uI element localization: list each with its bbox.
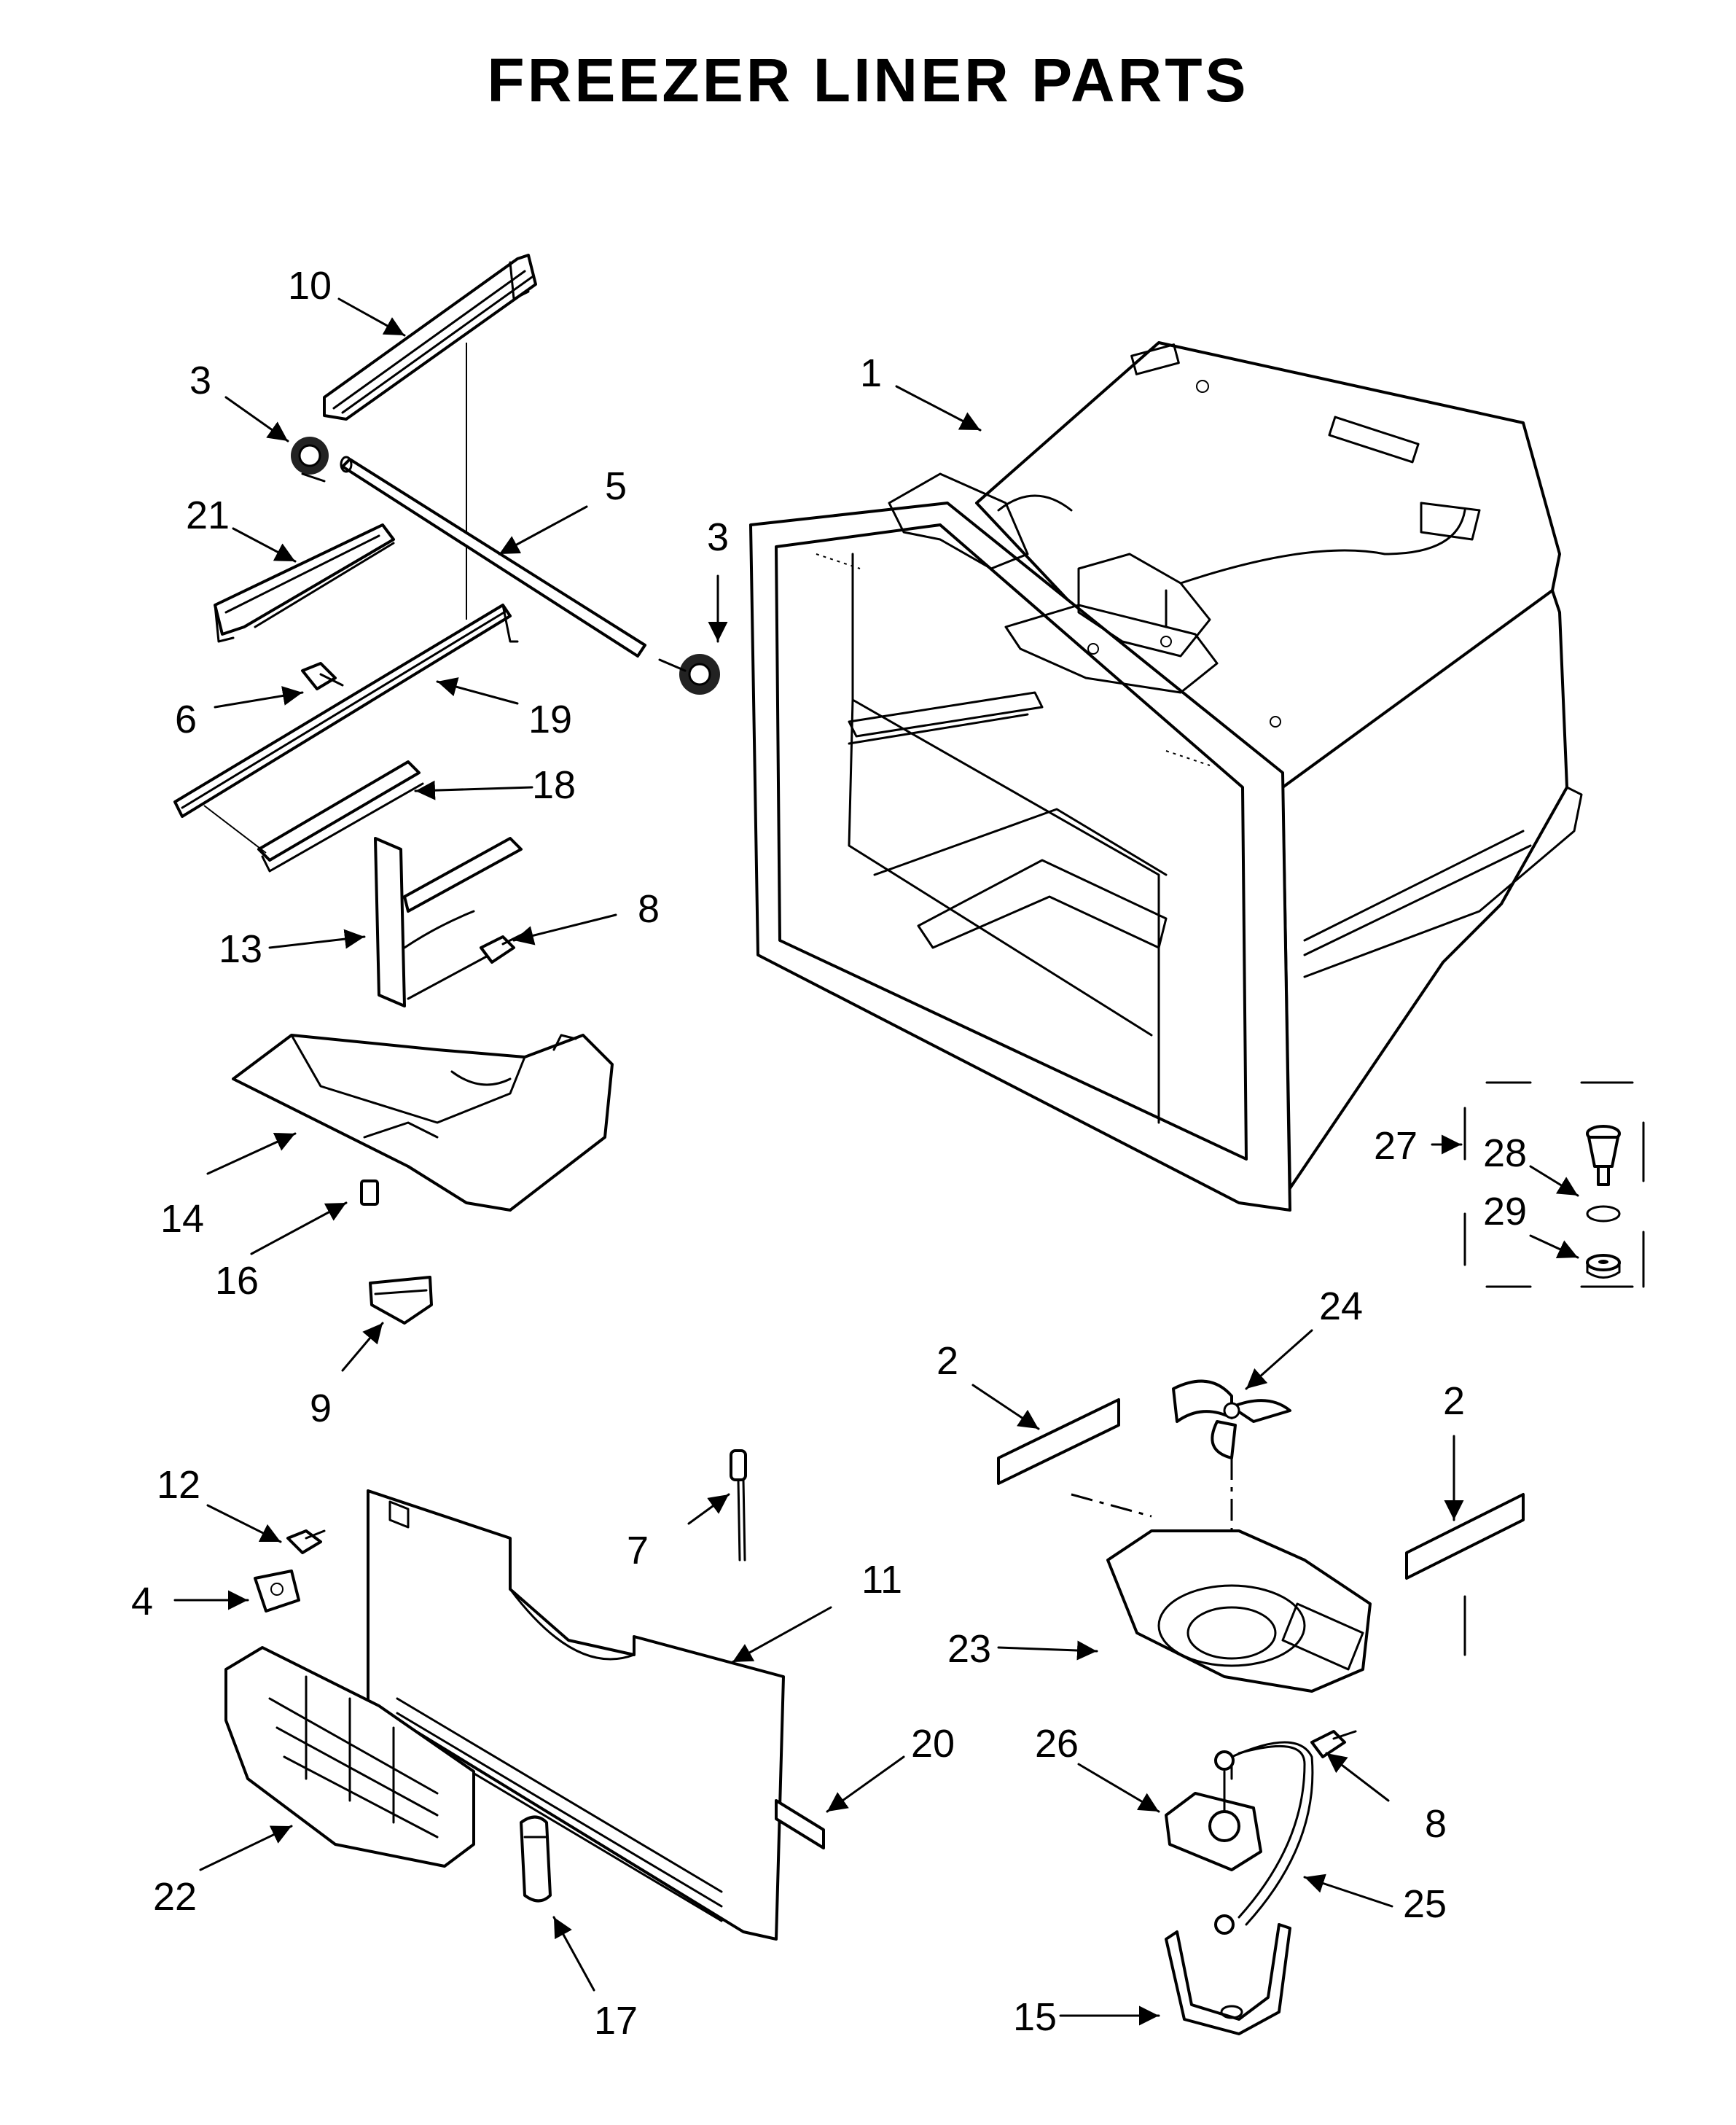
callout-8-left: 8 (638, 887, 660, 931)
callout-14: 14 (160, 1197, 204, 1241)
callout-13: 13 (219, 927, 262, 971)
callout-2-left: 2 (937, 1339, 958, 1383)
slide-rail-part (173, 604, 519, 818)
screw-8-right-part (1310, 1730, 1357, 1758)
motor-bracket-part (1165, 1923, 1291, 2035)
callout-6: 6 (175, 698, 197, 741)
leader-lines (173, 297, 1579, 2026)
callout-16: 16 (215, 1259, 259, 1303)
rail-18-part (203, 760, 424, 873)
callout-12: 12 (157, 1463, 200, 1507)
callout-4: 4 (131, 1580, 153, 1623)
sensor-part (520, 1815, 552, 1903)
callout-25: 25 (1403, 1882, 1447, 1926)
callout-27: 27 (1374, 1124, 1418, 1168)
callout-19: 19 (528, 698, 572, 741)
callout-3-right: 3 (707, 515, 729, 559)
callout-24: 24 (1319, 1284, 1363, 1328)
callout-8-right: 8 (1425, 1802, 1447, 1846)
mount-bracket-part (254, 1570, 300, 1613)
callout-5: 5 (605, 464, 627, 508)
callout-3-left: 3 (189, 359, 211, 402)
fan-motor-part (1165, 1763, 1262, 1871)
callout-29: 29 (1483, 1190, 1527, 1233)
callout-2-right: 2 (1443, 1379, 1465, 1423)
callout-15: 15 (1013, 1995, 1057, 2039)
callout-9: 9 (310, 1387, 332, 1430)
callout-1: 1 (860, 351, 882, 395)
callout-21: 21 (186, 494, 230, 537)
bar-part (775, 1799, 825, 1849)
callout-28: 28 (1483, 1131, 1527, 1175)
kit-bracket (1463, 1081, 1645, 1288)
screw-6-part (301, 662, 344, 690)
callout-17: 17 (594, 1999, 638, 2043)
gear-left-part (291, 437, 329, 483)
freezer-liner-part (749, 341, 1583, 1212)
callout-7: 7 (627, 1529, 649, 1572)
side-bracket-part (374, 837, 523, 1007)
knob-part (369, 1276, 433, 1325)
callout-10: 10 (288, 264, 332, 308)
cap-part (1586, 1254, 1621, 1279)
drain-fitting-part (1586, 1125, 1621, 1223)
callout-22: 22 (153, 1875, 197, 1919)
bracket-part (214, 523, 395, 643)
grille-part (224, 1646, 475, 1868)
seal-left-part (997, 1398, 1120, 1485)
callout-labels: 10 1 3 5 3 21 6 19 18 13 8 14 16 9 12 4 … (131, 264, 1527, 2043)
diagram-title: FREEZER LINER PARTS (487, 46, 1249, 114)
callout-18: 18 (532, 763, 576, 807)
callout-20: 20 (911, 1722, 955, 1766)
screw-8-left-part (480, 932, 526, 964)
shaft-part (340, 456, 646, 658)
top-rail-part (323, 254, 537, 620)
callout-23: 23 (947, 1627, 991, 1671)
callout-26: 26 (1035, 1722, 1079, 1766)
screw-12-part (286, 1529, 326, 1554)
switch-part (360, 1180, 379, 1206)
seal-right-part (1405, 1493, 1525, 1656)
ice-cover-part (232, 1034, 614, 1212)
fan-shroud-part (1106, 1529, 1372, 1693)
rear-panel-part (367, 1489, 785, 1941)
thermistor-part (730, 1449, 747, 1561)
gear-right-part (658, 654, 720, 695)
callout-11: 11 (861, 1558, 902, 1602)
wire-harness-part (1214, 1741, 1314, 1935)
